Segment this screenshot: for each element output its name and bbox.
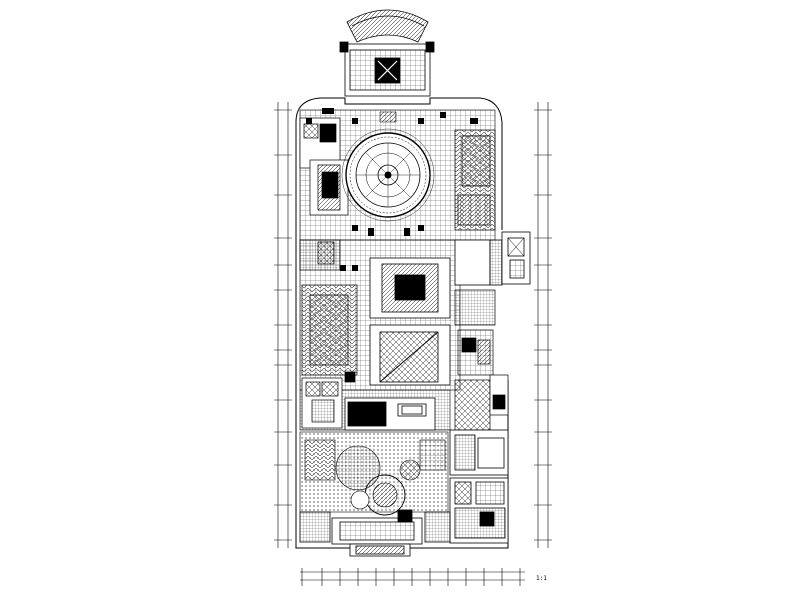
bottom-entrance [299, 509, 451, 557]
right-middle-rooms [454, 289, 509, 431]
left-lounge [301, 284, 358, 376]
central-rotunda [341, 128, 435, 222]
central-panels [369, 257, 451, 386]
entrance-canopy [346, 9, 429, 43]
dining-hall [299, 431, 449, 516]
left-stair-block [301, 371, 356, 429]
dimension-line-right [534, 102, 552, 548]
right-stair-area [454, 129, 496, 231]
service-room [344, 397, 436, 431]
dimension-line-bottom [300, 568, 525, 586]
scale-label: 1:1 [536, 575, 547, 582]
entrance-vestibule [339, 41, 435, 97]
left-service-rooms [299, 117, 349, 271]
elevator-core [454, 231, 531, 286]
dimension-line-left [274, 102, 292, 548]
furniture-marks [306, 108, 478, 271]
right-lower-wing [449, 429, 509, 544]
rotunda-columns [352, 111, 424, 231]
